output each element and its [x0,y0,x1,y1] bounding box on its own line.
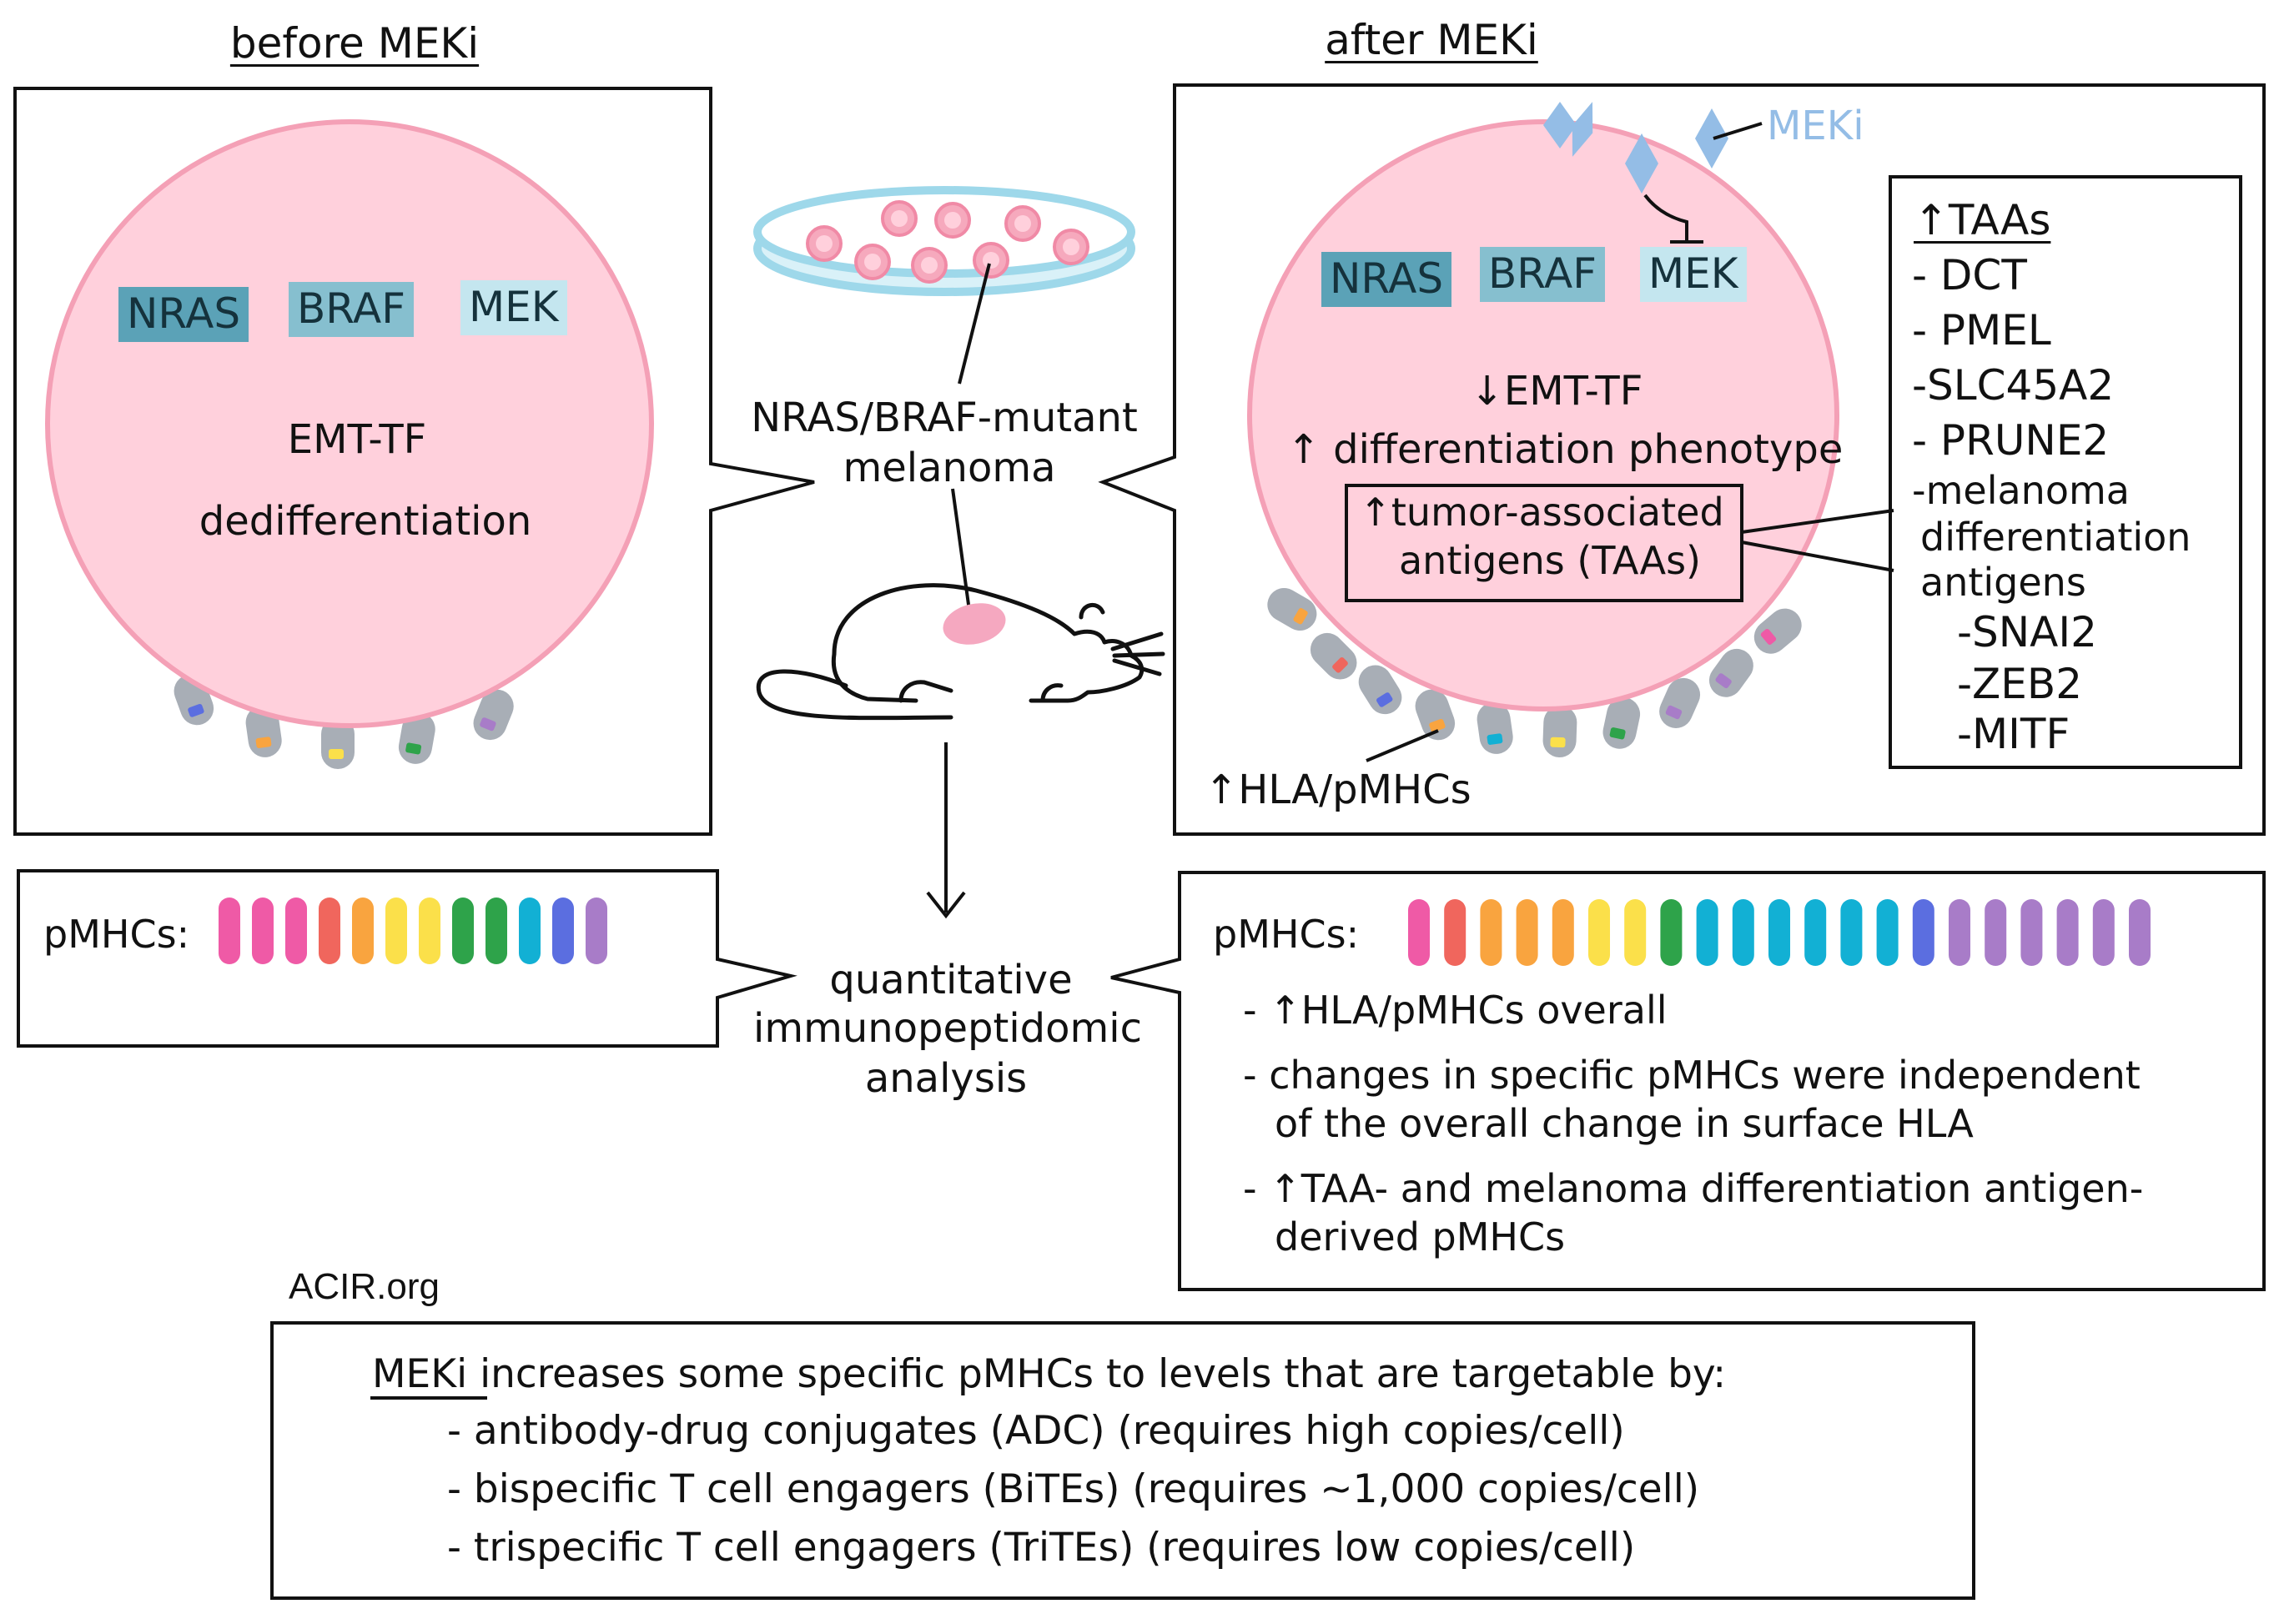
pmhc-bar [252,897,274,964]
finding-specific-pmhcs-cont: of the overall change in surface HLA [1275,1101,1974,1146]
taa-item-pmel: - PMEL [1912,306,2051,354]
taa-item-antigens: antigens [1920,560,2086,605]
pmhc-bar [385,897,407,964]
pmhc-bar [419,897,440,964]
pmhc-bar [1696,899,1718,966]
analysis-line3: analysis [864,1055,1028,1102]
left-gene-nras: NRAS [118,287,249,342]
pmhc-bar [1624,899,1647,966]
pmhc-bar [1732,899,1754,966]
pmhc-bar [452,897,474,964]
left-gene-mek: MEK [460,280,567,335]
pmhc-bar [519,897,541,964]
pmhc-bar [1516,899,1538,966]
pmhc-bar [1804,899,1827,966]
taa-box-line1: ↑tumor-associated [1359,490,1724,535]
taa-item-zeb2: -ZEB2 [1957,660,2082,708]
taa-item-differentiation: differentiation [1920,515,2191,560]
analysis-line1: quantitative [829,957,1073,1003]
conclusion-lead-meki: MEKi [372,1351,468,1397]
tumor-pointer [951,488,971,611]
pmhc-bar [1408,899,1430,966]
pmhc-left-label: pMHCs: [43,912,190,957]
pmhc-bar [1552,899,1574,966]
finding-taa-derived: - ↑TAA- and melanoma differentiation ant… [1243,1166,2144,1211]
pmhc-bar [2092,899,2115,966]
pmhc-bar [1588,899,1610,966]
pmhc-bar [485,897,507,964]
analysis-arrowhead [926,891,966,919]
mek-inhibition-line [1643,194,1688,242]
petri-dish-icon [753,186,1135,296]
model-line2: melanoma [843,445,1056,491]
finding-specific-pmhcs: - changes in specific pMHCs were indepen… [1243,1053,2141,1098]
finding-hla-overall: - ↑HLA/pMHCs overall [1243,988,1668,1033]
pmhc-bar [1768,899,1790,966]
taa-box-line2: antigens (TAAs) [1398,538,1702,583]
taa-list-title: ↑TAAs [1914,196,2051,244]
right-hla-molecules [1267,588,1802,757]
meki-drug-label: MEKi [1767,103,1864,149]
before-meki-heading: before MEKi [229,19,480,68]
left-melanoma-cell [45,119,654,728]
taa-item-snai2: -SNAI2 [1957,608,2097,656]
source-label: ACIR.org [289,1266,440,1307]
conclusion-lead: MEKi increases some specific pMHCs to le… [372,1351,1726,1398]
pmhc-bar [319,897,340,964]
taa-item-dct: - DCT [1912,251,2027,299]
pmhc-bar [1985,899,2007,966]
right-gene-mek: MEK [1640,247,1747,302]
pmhc-bar [219,897,240,964]
pmhc-left-bars [219,897,607,964]
pmhc-right-label: pMHCs: [1213,912,1360,957]
pmhc-right-box [1110,871,2266,1291]
left-gene-braf: BRAF [289,282,414,337]
right-emt-tf: ↓EMT-TF [1470,368,1643,415]
taa-item-prune2: - PRUNE2 [1912,416,2110,465]
pmhc-bar [1444,899,1467,966]
right-melanoma-cell [1247,119,1839,711]
taa-item-mitf: -MITF [1957,710,2070,758]
finding-taa-derived-cont: derived pMHCs [1275,1214,1566,1259]
after-meki-heading: after MEKi [1325,16,1538,64]
pmhc-bar [2129,899,2151,966]
conclusion-item-adc: - antibody-drug conjugates (ADC) (requir… [447,1408,1625,1454]
mouse-icon [756,583,1165,721]
pmhc-bar [552,897,574,964]
meki-drug-icon [1543,102,1728,194]
meki-label-pointer [1713,122,1763,140]
right-gene-braf: BRAF [1480,247,1605,302]
pmhc-bar [1480,899,1502,966]
conclusion-box [270,1321,1975,1600]
right-gene-nras: NRAS [1321,252,1452,307]
pmhc-bar [285,897,307,964]
pmhc-bar [1876,899,1899,966]
taa-item-melanoma: -melanoma [1912,468,2130,513]
right-differentiation-phenotype: ↑ differentiation phenotype [1286,426,1844,473]
pmhc-bar [2020,899,2043,966]
conclusion-item-trites: - trispecific T cell engagers (TriTEs) (… [447,1525,1636,1571]
pmhc-bar [1840,899,1863,966]
hla-label: ↑HLA/pMHCs [1205,767,1472,813]
taa-connector-bottom [1741,540,1894,572]
model-line1: NRAS/BRAF-mutant [751,395,1138,441]
taa-connector-top [1741,509,1894,534]
hla-pointer [1366,729,1439,762]
pmhc-bar [1949,899,1970,966]
mouse-tumor [943,603,1006,645]
conclusion-item-bites: - bispecific T cell engagers (BiTEs) (re… [447,1466,1700,1512]
pmhc-bar [1912,899,1934,966]
left-emt-tf: EMT-TF [287,416,427,463]
conclusion-lead-rest: increases some specific pMHCs to levels … [467,1351,1727,1397]
pmhc-bar [586,897,607,964]
pmhc-bar [352,897,374,964]
taa-list-box [1889,175,2242,769]
analysis-line2: immunopeptidomic [752,1005,1143,1052]
taa-item-slc45a2: -SLC45A2 [1912,361,2115,410]
pmhc-bar [1660,899,1683,966]
pmhc-right-bars [1408,899,2151,966]
pmhc-bar [2056,899,2079,966]
dish-pointer [958,263,991,385]
left-dedifferentiation: dedifferentiation [199,498,532,545]
